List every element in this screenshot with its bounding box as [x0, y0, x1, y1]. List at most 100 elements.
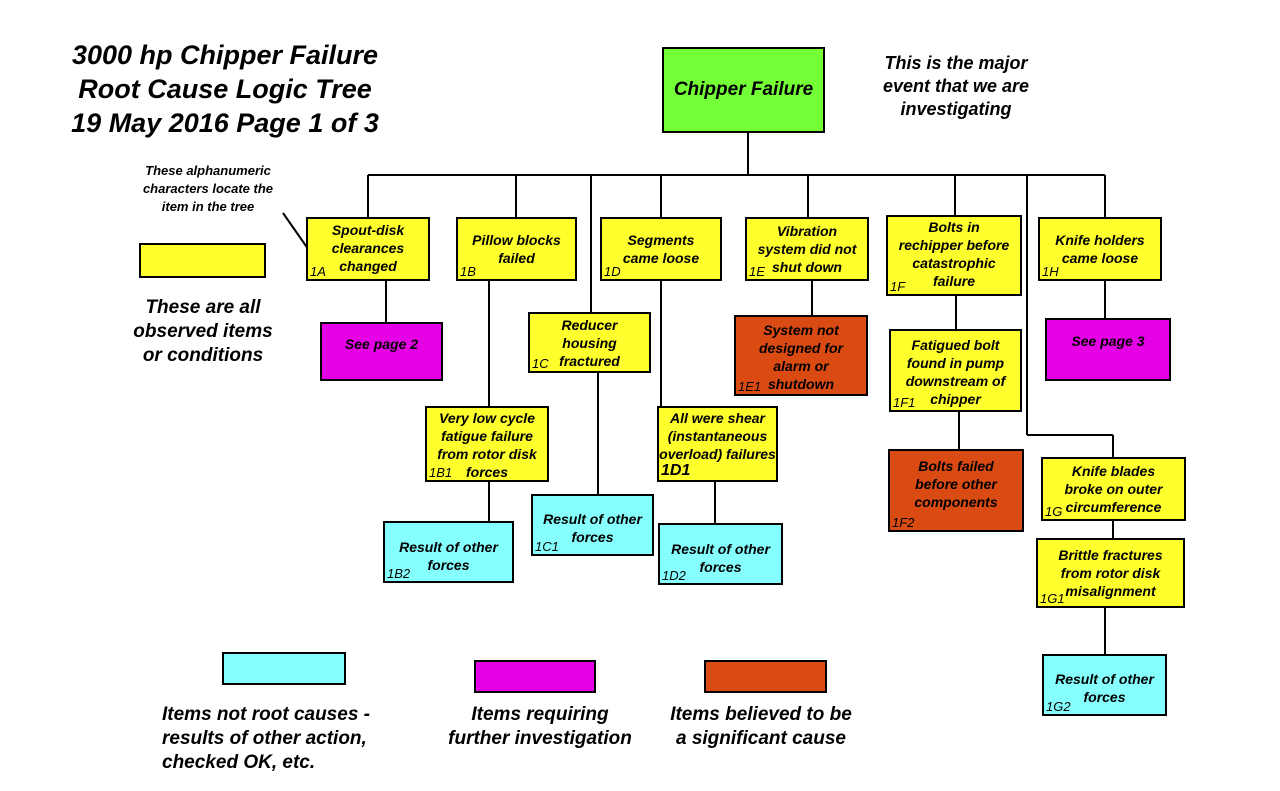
text-line: This is the major — [884, 53, 1028, 73]
node-text-line: forces — [465, 464, 509, 480]
node-text-line: (instantaneous — [667, 428, 768, 444]
node-text-line: Result of other — [671, 541, 770, 557]
node-text-line: came loose — [622, 250, 700, 266]
node-text-line: fractured — [559, 353, 620, 369]
node-text-line: Result of other — [399, 539, 498, 555]
node-root: Chipper Failure — [662, 47, 825, 133]
node-text-line: broke on outer — [1064, 481, 1163, 497]
code-1F: 1F — [890, 279, 906, 294]
node-text: Pillow blocks failed — [458, 231, 575, 267]
code-1G: 1G — [1045, 504, 1063, 519]
node-text-line: Bolts failed — [918, 458, 994, 474]
node-see-page-2: See page 2 — [320, 322, 443, 381]
code-1G2: 1G2 — [1046, 699, 1071, 714]
code-1F1: 1F1 — [893, 395, 916, 410]
text-line: characters locate the — [142, 181, 274, 196]
legend-magenta-swatch — [474, 660, 596, 693]
text-line: These alphanumeric — [145, 163, 271, 178]
node-1E1: System not designed for alarm or shutdown 1… — [734, 315, 868, 396]
top-event-note: This is the major event that we are inve… — [856, 52, 1056, 121]
title-line-1: 3000 hp Chipper Failure — [71, 40, 379, 70]
title-line-2: Root Cause Logic Tree — [78, 74, 372, 104]
title-line-3: 19 May 2016 Page 1 of 3 — [71, 108, 379, 138]
code-1G1: 1G1 — [1040, 591, 1065, 606]
node-text-line: Brittle fractures — [1058, 547, 1163, 563]
code-1E1: 1E1 — [738, 379, 762, 394]
node-text-line: Segments — [627, 232, 695, 248]
node-text-line: failure — [932, 273, 975, 289]
code-1D: 1D — [604, 264, 621, 279]
node-text-line: Bolts in — [928, 219, 980, 235]
node-text-line: misalignment — [1065, 583, 1156, 599]
text-line: item in the tree — [161, 199, 255, 214]
code-1B: 1B — [460, 264, 476, 279]
legend-orange-swatch — [704, 660, 827, 693]
node-text: Result of other forces — [385, 538, 512, 574]
code-1F2: 1F2 — [892, 515, 915, 530]
node-text-line: forces — [571, 529, 614, 545]
text-line: a significant cause — [675, 728, 846, 749]
observed-legend-swatch — [139, 243, 266, 278]
text-line: checked OK, etc. — [162, 752, 316, 773]
node-text: See page 2 — [344, 336, 419, 352]
node-text-line: Result of other — [1055, 671, 1154, 687]
node-text: See page 3 — [1071, 333, 1145, 349]
node-text-line: shut down — [772, 259, 842, 275]
node-text-line: before other — [915, 476, 997, 492]
node-text-line: designed for — [758, 340, 843, 356]
code-1B1: 1B1 — [429, 465, 453, 480]
node-text-line: catastrophic — [912, 255, 996, 271]
text-line: further investigation — [448, 728, 632, 749]
node-text-line: system did not — [757, 241, 857, 257]
text-line: observed items — [133, 321, 273, 342]
node-text-line: shutdown — [767, 376, 835, 392]
node-text-line: Vibration — [776, 223, 838, 239]
code-1C1: 1C1 — [535, 539, 559, 554]
node-text-line: clearances — [331, 240, 405, 256]
code-1A: 1A — [310, 264, 326, 279]
node-text: System not designed for alarm or shutdown — [736, 321, 866, 393]
node-text-line: Pillow blocks — [472, 232, 561, 248]
node-text-line: System not — [763, 322, 839, 338]
node-1D: Segments came loose 1D — [600, 217, 722, 281]
text-line: investigating — [900, 99, 1012, 119]
node-text-line: forces — [427, 557, 470, 573]
node-text-line: from rotor disk — [437, 446, 537, 462]
node-text-line: All were shear — [670, 410, 765, 426]
legend-magenta-label: Items requiring further investigation — [440, 703, 640, 751]
node-text-line: Spout-disk — [331, 222, 405, 238]
node-text-line: housing — [562, 335, 617, 351]
node-text-line: came loose — [1061, 250, 1139, 266]
node-text-line: failed — [498, 250, 535, 266]
node-see-page-3: See page 3 — [1045, 318, 1171, 381]
legend-cyan-label: Items not root causes - results of other… — [162, 703, 402, 775]
code-1H: 1H — [1042, 264, 1059, 279]
observed-note: These are all observed items or conditio… — [118, 296, 288, 368]
node-text-line: alarm or — [773, 358, 829, 374]
code-1D1: 1D1 — [661, 462, 691, 479]
